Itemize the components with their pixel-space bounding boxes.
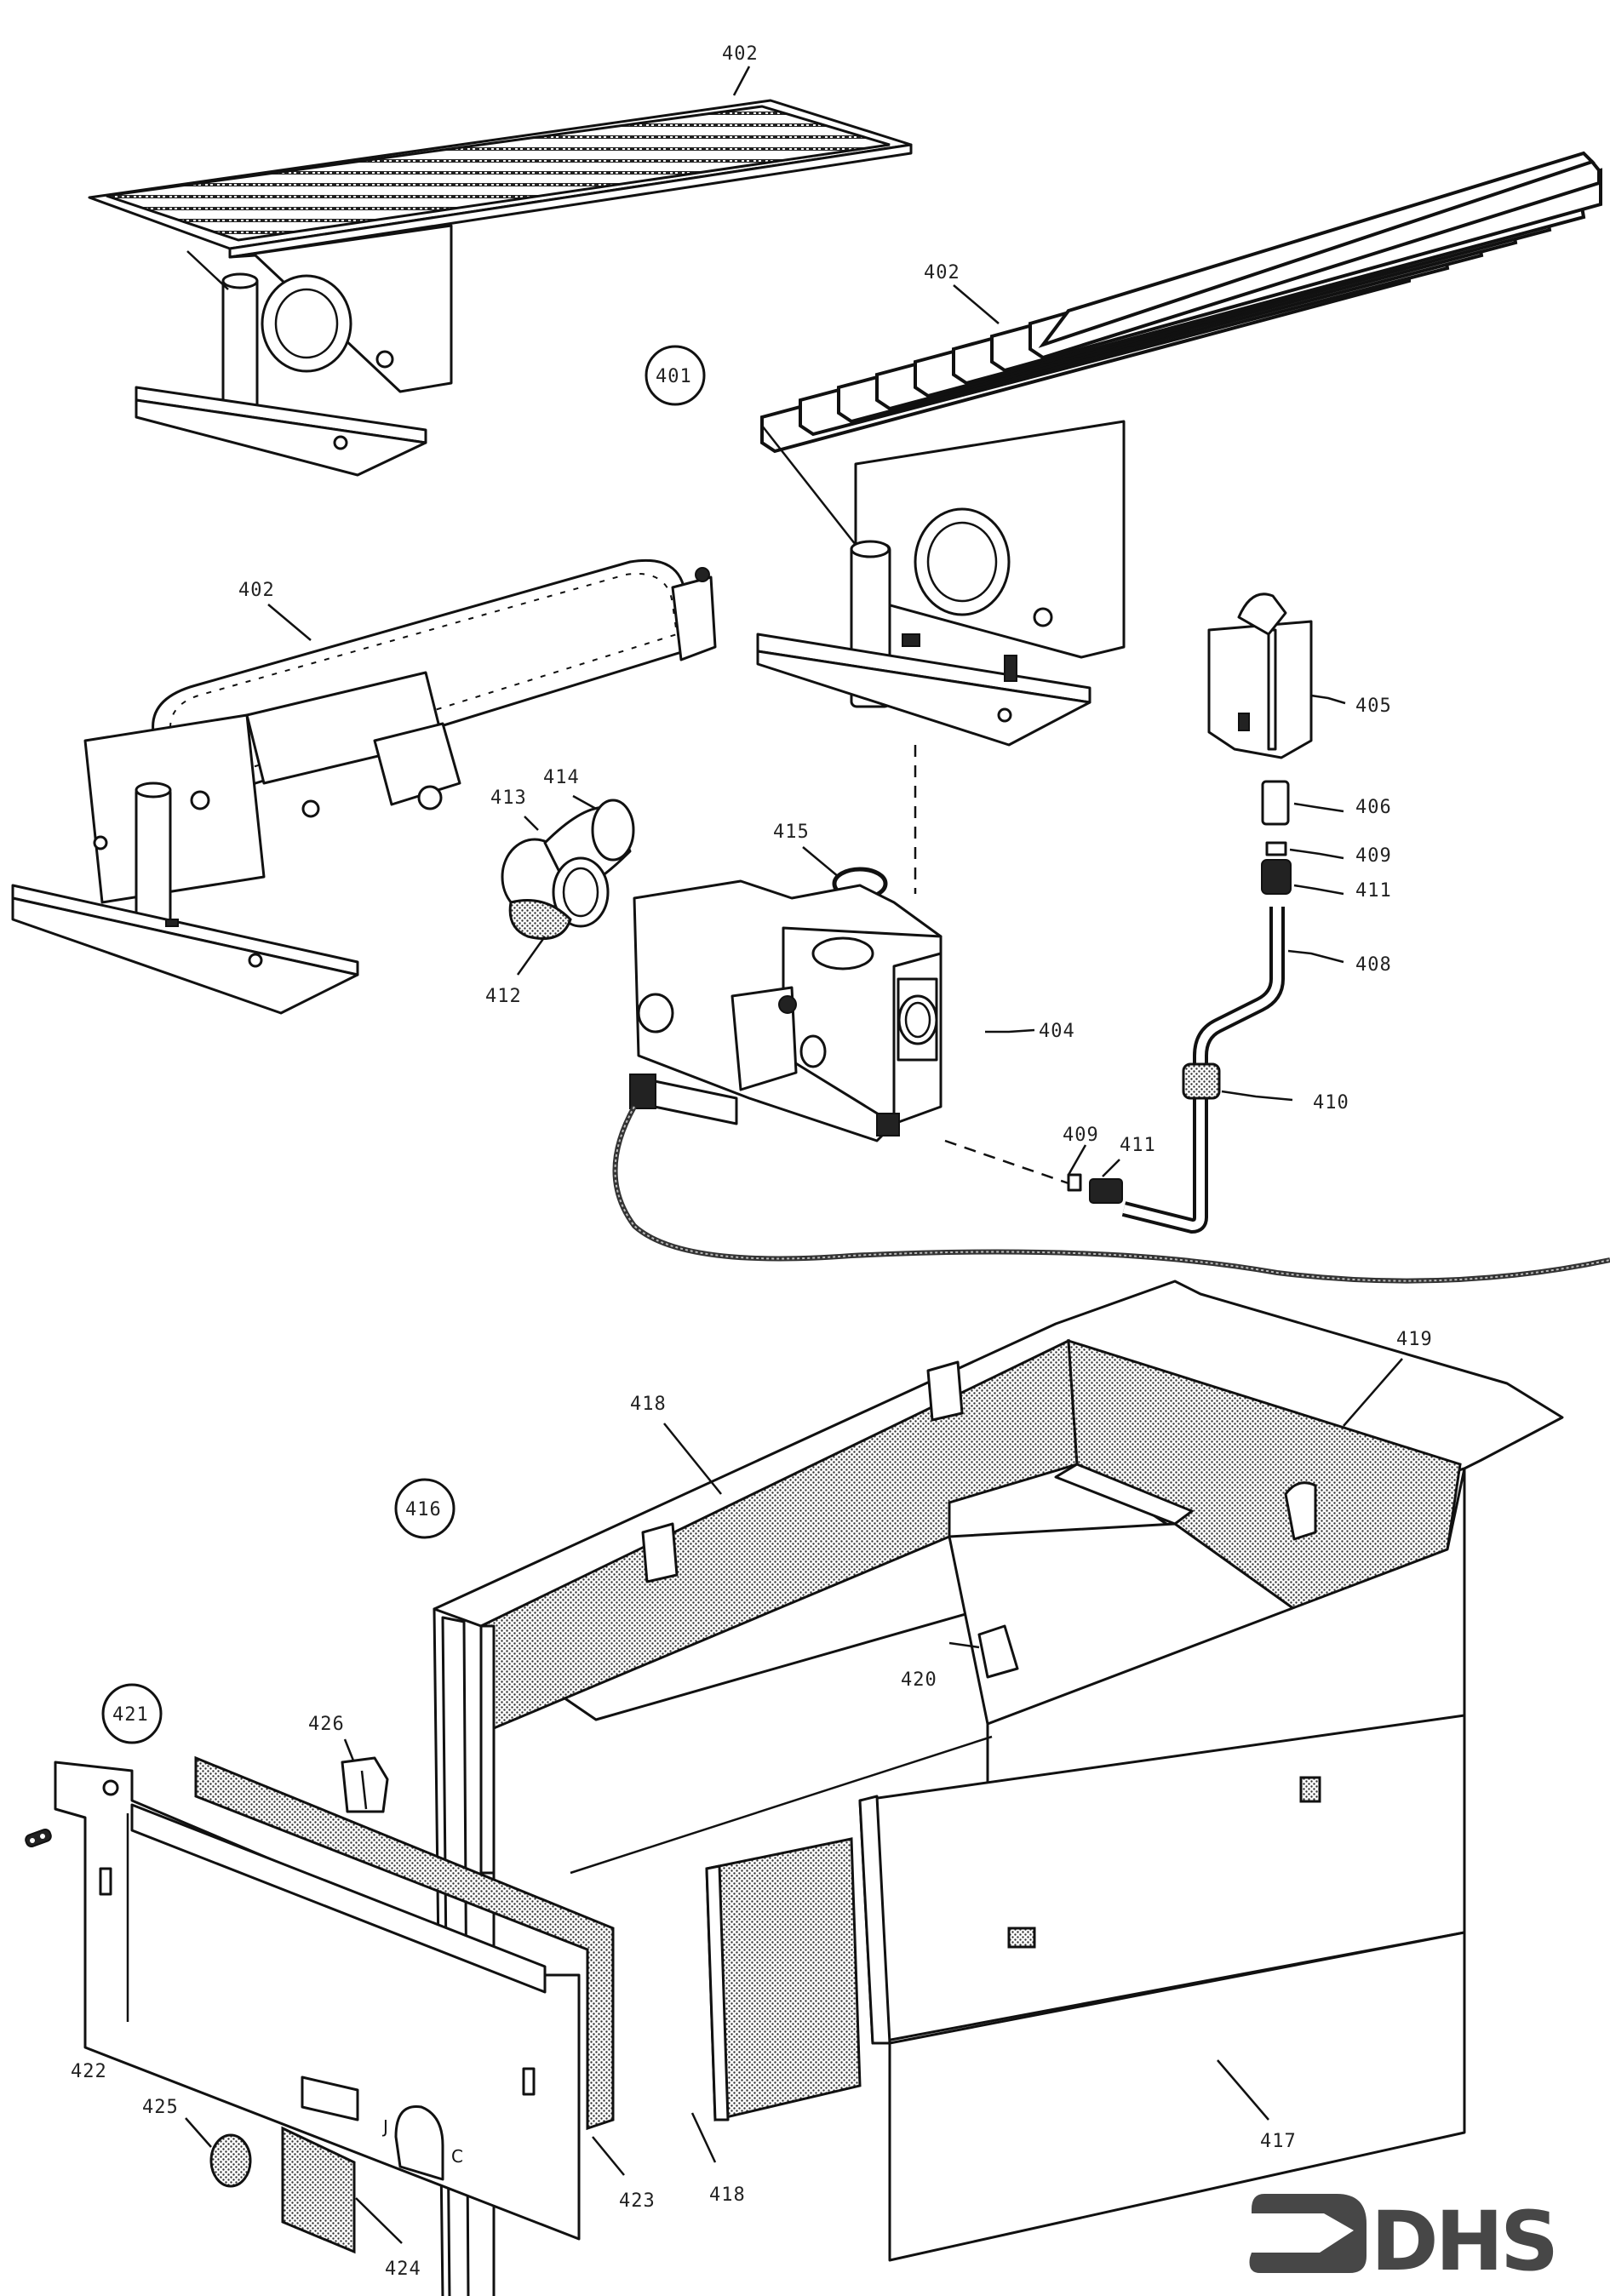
assembly-guide-line — [944, 1139, 1069, 1185]
label-418-top: 418 — [630, 1394, 667, 1415]
label-402-right: 402 — [924, 262, 960, 283]
thermocouple-nut — [1261, 780, 1290, 826]
group-label-416: 416 — [394, 1478, 455, 1539]
label-411-bottom: 411 — [1120, 1135, 1156, 1156]
label-415: 415 — [773, 822, 810, 843]
burner-right-bars — [760, 151, 1602, 454]
sight-window — [281, 2126, 356, 2254]
arrow-right-bracket-icon — [1249, 2194, 1366, 2273]
label-411-top: 411 — [1355, 880, 1392, 902]
label-406: 406 — [1355, 797, 1392, 818]
clip-icon — [1284, 1481, 1317, 1541]
burner-right — [756, 151, 1602, 747]
clip-center — [977, 1624, 1019, 1679]
sight-disc — [209, 2133, 252, 2188]
logo-text: DHS — [1371, 2194, 1556, 2289]
leader-lines — [126, 66, 1403, 2244]
part-labels: 402 402 402 405 406 409 411 408 410 404 … — [71, 43, 1433, 2280]
label-402-left: 402 — [238, 580, 275, 601]
nut-bottom — [1089, 1178, 1123, 1204]
label-425: 425 — [142, 2097, 179, 2118]
group-label-416-text: 416 — [405, 1499, 442, 1520]
group-label-401-text: 401 — [656, 366, 692, 387]
label-423: 423 — [619, 2190, 656, 2212]
side-insulation — [705, 1837, 862, 2121]
label-426: 426 — [308, 1714, 345, 1735]
panel-letter-c: C — [451, 2146, 463, 2167]
elbow-assembly — [501, 799, 635, 940]
clip-left — [341, 1756, 389, 1813]
grommet — [1182, 1062, 1221, 1100]
label-414: 414 — [543, 767, 580, 788]
group-label-401: 401 — [645, 345, 706, 406]
burner-top — [88, 99, 913, 477]
screw-icon — [25, 1828, 52, 1848]
front-panel-lower — [858, 1714, 1466, 2262]
panel-letter-j: J — [381, 2116, 388, 2137]
label-420: 420 — [901, 1669, 937, 1691]
side-insulation-edge — [705, 1864, 730, 2121]
label-419: 419 — [1396, 1329, 1433, 1350]
olive-top — [1265, 841, 1287, 856]
nut-top — [1261, 859, 1292, 895]
label-422: 422 — [71, 2061, 107, 2082]
label-402-top: 402 — [722, 43, 759, 65]
label-418-bottom: 418 — [709, 2184, 746, 2206]
label-412: 412 — [485, 986, 522, 1007]
clip-icon — [926, 1360, 964, 1422]
burner-left — [11, 558, 717, 1015]
pilot-tube — [1121, 907, 1285, 1234]
gas-valve — [633, 879, 943, 1142]
label-408: 408 — [1355, 954, 1392, 976]
dhs-logo: DHS — [1249, 2194, 1559, 2289]
group-label-421-text: 421 — [112, 1704, 149, 1726]
label-410: 410 — [1313, 1092, 1349, 1114]
thermocouple-holder — [1207, 593, 1313, 759]
olive-bottom — [1067, 1173, 1082, 1192]
label-413: 413 — [490, 787, 527, 809]
label-409-bottom: 409 — [1063, 1125, 1099, 1146]
label-404: 404 — [1039, 1021, 1075, 1042]
label-417: 417 — [1260, 2131, 1297, 2152]
plate-insulation — [194, 1755, 615, 2131]
front-plate: J C — [54, 1761, 581, 2241]
group-label-421: 421 — [101, 1683, 163, 1744]
label-409-top: 409 — [1355, 845, 1392, 867]
label-405: 405 — [1355, 696, 1392, 717]
wiring-harness — [612, 1074, 1610, 1284]
clip-icon — [641, 1522, 679, 1583]
label-424: 424 — [385, 2259, 421, 2280]
